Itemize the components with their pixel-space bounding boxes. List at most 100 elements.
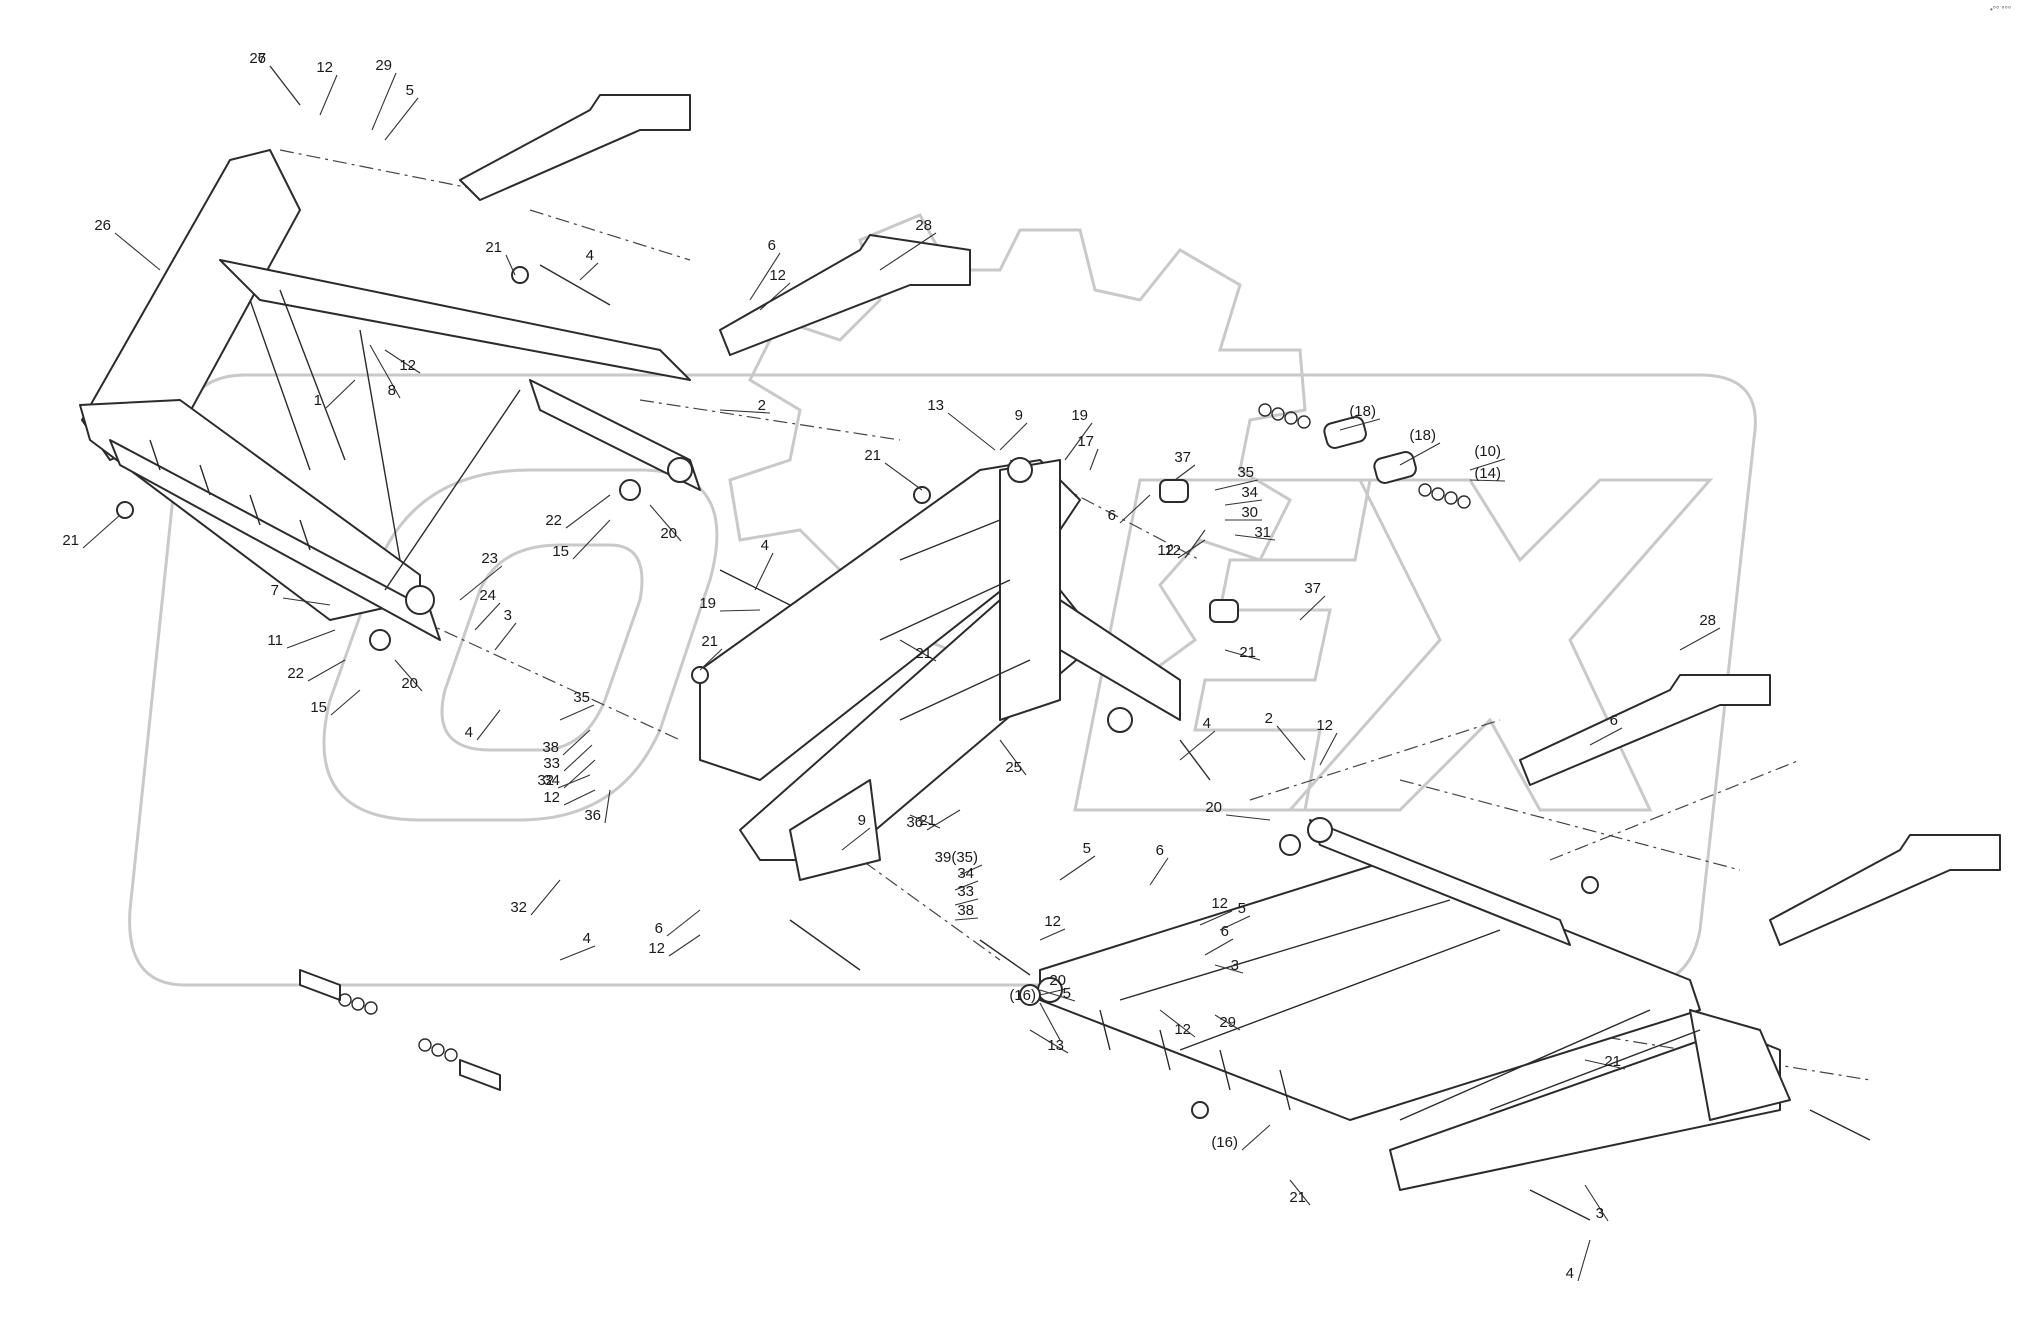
part-callout-label: 34 [543, 772, 560, 789]
part-callout-label: 4 [586, 247, 594, 264]
part-callout-label: 21 [485, 239, 502, 256]
leader-line [286, 629, 336, 649]
part-callout-label: 12 [769, 267, 786, 284]
leader-line [1059, 855, 1096, 881]
leader-line [1584, 1184, 1609, 1222]
leader-line [947, 412, 996, 451]
part-callout-label: 21 [701, 633, 718, 650]
part-callout-label: 12 [1211, 895, 1228, 912]
part-callout-label: 15 [310, 699, 327, 716]
leader-line [563, 789, 596, 806]
watermark-logo: •°° °°° [128, 5, 2011, 987]
part-callout-label: 20 [401, 675, 418, 692]
part-callout-label: 17 [1077, 433, 1094, 450]
leader-line [1224, 499, 1263, 506]
part-callout-label: (16) [1211, 1134, 1238, 1151]
leader-line [1039, 989, 1076, 1002]
leader-line [954, 898, 979, 906]
part-callout-label: 38 [957, 902, 974, 919]
leader-line [505, 254, 516, 276]
loose-parts [116, 264, 1871, 1221]
part-callout-label: 9 [858, 812, 866, 829]
leader-line [841, 827, 871, 851]
part-callout-label: 36 [584, 807, 601, 824]
leader-line [559, 704, 595, 721]
leader-line [282, 597, 331, 606]
part-callout-label: 15 [552, 543, 569, 560]
part-callout-label: 35 [1237, 464, 1254, 481]
leader-line [572, 519, 611, 560]
part-callout-label: 37 [1304, 580, 1321, 597]
part-callout-label: 35 [573, 689, 590, 706]
part-callout-label: 38 [542, 739, 559, 756]
leader-line [1204, 938, 1234, 956]
leader-line [954, 880, 979, 891]
leader-line [1319, 732, 1338, 766]
part-callout-label: 12 [1157, 542, 1174, 559]
leader-line [719, 609, 761, 612]
part-callout-label: 12 [399, 357, 416, 374]
part-callout-label: 8 [388, 382, 396, 399]
leader-line [1399, 442, 1441, 466]
leader-line [1089, 448, 1099, 471]
leader-line [371, 72, 397, 131]
part-callout-label: 19 [1071, 407, 1088, 424]
leader-line [754, 552, 774, 591]
part-callout-label: 13 [927, 397, 944, 414]
side-arms [459, 94, 2001, 946]
part-callout-label: 5 [1083, 840, 1091, 857]
leader-line [82, 514, 121, 549]
part-callout-label: 6 [1156, 842, 1164, 859]
leader-line [579, 262, 599, 281]
leader-line [1039, 928, 1066, 941]
part-callout-label: 21 [915, 645, 932, 662]
leader-line [926, 809, 961, 831]
part-callout-label: 4 [465, 724, 473, 741]
leader-line [668, 934, 701, 957]
leader-line [666, 909, 701, 937]
part-callout-label: 1 [314, 392, 322, 409]
leader-line [1577, 1239, 1591, 1282]
part-callout-label: (10) [1474, 443, 1501, 460]
part-callout-label: 12 [1174, 1021, 1191, 1038]
leader-line [476, 709, 501, 741]
leader-line [1039, 987, 1071, 996]
leader-line [1584, 1059, 1626, 1070]
leader-line [604, 789, 611, 824]
leader-line [909, 814, 941, 829]
leader-line [699, 648, 723, 671]
left-frame-section [79, 149, 701, 641]
leader-line [1219, 915, 1251, 931]
part-callout-label: 12 [648, 940, 665, 957]
part-callout-label: 33 [957, 883, 974, 900]
leader-line [1184, 529, 1206, 559]
leader-line [530, 879, 561, 916]
leader-line [474, 602, 501, 631]
leader-line [394, 659, 423, 692]
part-callout-label: 11 [267, 632, 283, 649]
part-callout-label: 21 [1604, 1053, 1621, 1070]
leader-line [563, 744, 593, 772]
part-callout-label: 31 [1254, 524, 1271, 541]
corner-mark: •°° °°° [1990, 5, 2011, 14]
leader-line [565, 494, 611, 529]
leader-line [114, 232, 161, 271]
leader-line [719, 409, 771, 414]
leader-line [1469, 458, 1506, 471]
leader-line [1234, 534, 1276, 541]
part-callout-label: 21 [1289, 1189, 1306, 1206]
part-callout-label: (14) [1474, 465, 1501, 482]
leader-line [319, 74, 338, 116]
part-callout-label: 3 [504, 607, 512, 624]
part-callout-label: 27 [249, 50, 266, 67]
part-callout-label: 23 [481, 550, 498, 567]
leader-line [384, 349, 421, 374]
leader-line [330, 689, 361, 716]
part-callout-label: (18) [1409, 427, 1436, 444]
part-callout-label: 20 [1205, 799, 1222, 816]
part-callout-label: 4 [583, 930, 591, 947]
part-callout-label: 6 [768, 237, 776, 254]
leader-line [269, 65, 301, 106]
